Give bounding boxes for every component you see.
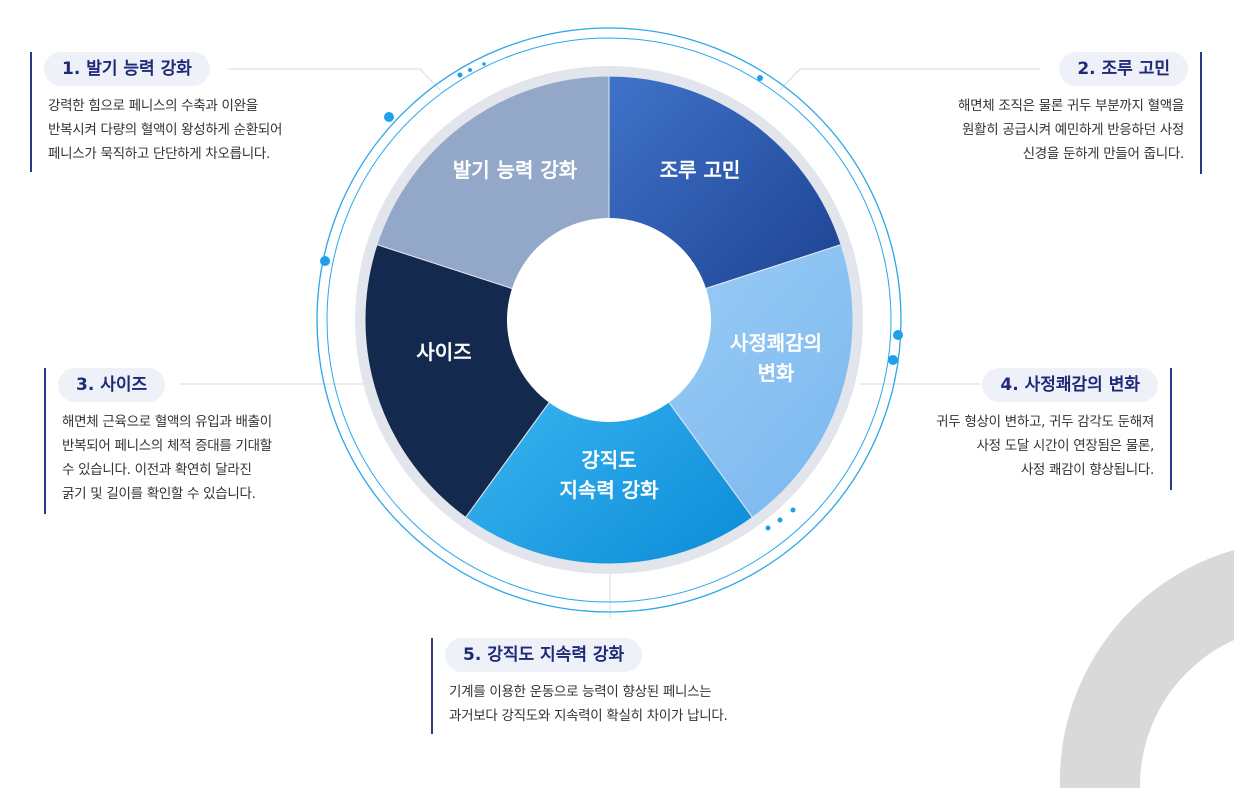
card-size: 3. 사이즈 해면체 근육으로 혈액의 유입과 배출이 반복되어 페니스의 체적… — [44, 368, 364, 514]
card-description: 해면체 근육으로 혈액의 유입과 배출이 반복되어 페니스의 체적 증대를 기대… — [62, 414, 272, 502]
card-title: 1. 발기 능력 강화 — [44, 52, 210, 86]
card-title: 2. 조루 고민 — [1059, 52, 1188, 86]
outer-ring-1 — [316, 27, 902, 613]
card-accent-bar — [44, 368, 46, 514]
segment-label-pleasure: 변화 — [758, 361, 795, 385]
card-stamina: 5. 강직도 지속력 강화 기계를 이용한 운동으로 능력이 향상된 페니스는 … — [431, 638, 811, 734]
segment-label-stamina: 강직도 — [581, 448, 636, 472]
segment-label-stamina: 지속력 강화 — [560, 478, 660, 502]
card-pleasure: 4. 사정쾌감의 변화 귀두 형상이 변하고, 귀두 감각도 둔해져 사정 도달… — [840, 368, 1172, 490]
card-accent-bar — [431, 638, 433, 734]
wheel-center — [507, 218, 711, 422]
segment-label-pleasure: 사정쾌감의 — [730, 331, 822, 355]
card-erection: 1. 발기 능력 강화 강력한 힘으로 페니스의 수축과 이완을 반복시켜 다량… — [30, 52, 360, 172]
card-description: 귀두 형상이 변하고, 귀두 감각도 둔해져 사정 도달 시간이 연장됨은 물론… — [936, 414, 1154, 478]
card-accent-bar — [1170, 368, 1172, 490]
card-premature: 2. 조루 고민 해면체 조직은 물론 귀두 부분까지 혈액을 원활히 공급시켜… — [870, 52, 1202, 174]
segment-pleasure — [464, 319, 754, 565]
card-description: 해면체 조직은 물론 귀두 부분까지 혈액을 원활히 공급시켜 예민하게 반응하… — [958, 98, 1184, 162]
card-description: 기계를 이용한 운동으로 능력이 향상된 페니스는 과거보다 강직도와 지속력이… — [449, 684, 728, 724]
card-accent-bar — [30, 52, 32, 172]
card-description: 강력한 힘으로 페니스의 수축과 이완을 반복시켜 다량의 혈액이 왕성하게 순… — [48, 98, 283, 162]
segment-label-erection: 발기 능력 강화 — [453, 158, 578, 182]
segment-label-premature: 조루 고민 — [660, 158, 741, 182]
outer-ring-2 — [326, 37, 892, 603]
ring-dots — [320, 62, 903, 531]
card-accent-bar — [1200, 52, 1202, 174]
card-title: 3. 사이즈 — [58, 368, 166, 402]
card-title: 5. 강직도 지속력 강화 — [445, 638, 643, 672]
decorative-arc — [1059, 550, 1234, 788]
connector-lines — [180, 68, 1040, 618]
segment-label-size: 사이즈 — [416, 340, 471, 364]
card-title: 4. 사정쾌감의 변화 — [982, 368, 1158, 402]
